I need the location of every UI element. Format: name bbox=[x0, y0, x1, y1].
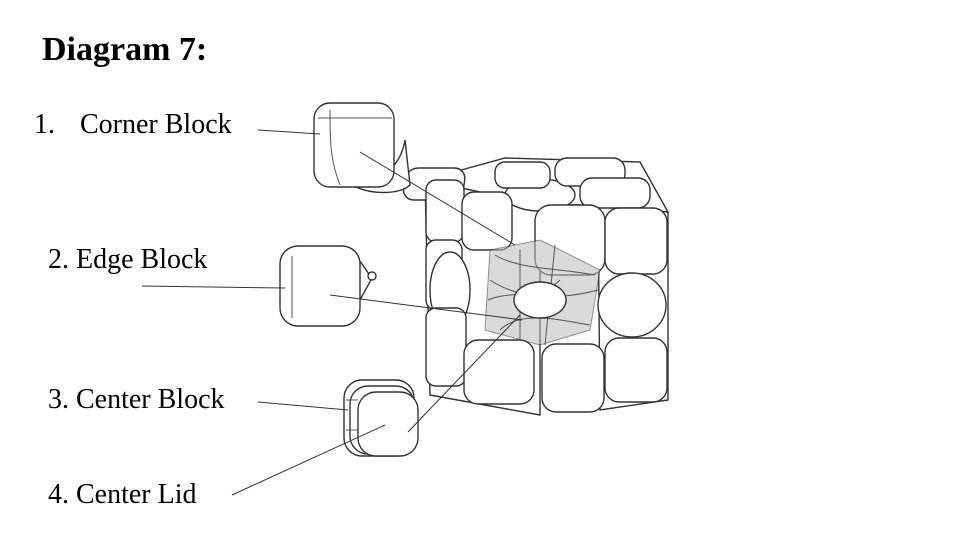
edge-block-part bbox=[279, 245, 377, 327]
label-number: 1. bbox=[34, 109, 55, 140]
label-center-block: 3. Center Block bbox=[48, 386, 225, 414]
label-number: 4. bbox=[48, 479, 69, 510]
label-corner-block: 1. Corner Block bbox=[34, 111, 232, 139]
center-block-part bbox=[343, 379, 419, 457]
label-edge-block: 2. Edge Block bbox=[48, 246, 207, 274]
label-text: Corner Block bbox=[80, 109, 232, 140]
label-text: Edge Block bbox=[76, 244, 208, 275]
diagram-title: Diagram 7: bbox=[42, 31, 208, 68]
label-number: 3. bbox=[48, 384, 69, 415]
cube-body bbox=[402, 157, 670, 416]
label-text: Center Block bbox=[76, 384, 225, 415]
label-text: Center Lid bbox=[76, 479, 197, 510]
corner-block-part bbox=[313, 102, 411, 194]
leader-lines bbox=[141, 129, 523, 496]
label-number: 2. bbox=[48, 244, 69, 275]
label-center-lid: 4. Center Lid bbox=[48, 481, 197, 509]
